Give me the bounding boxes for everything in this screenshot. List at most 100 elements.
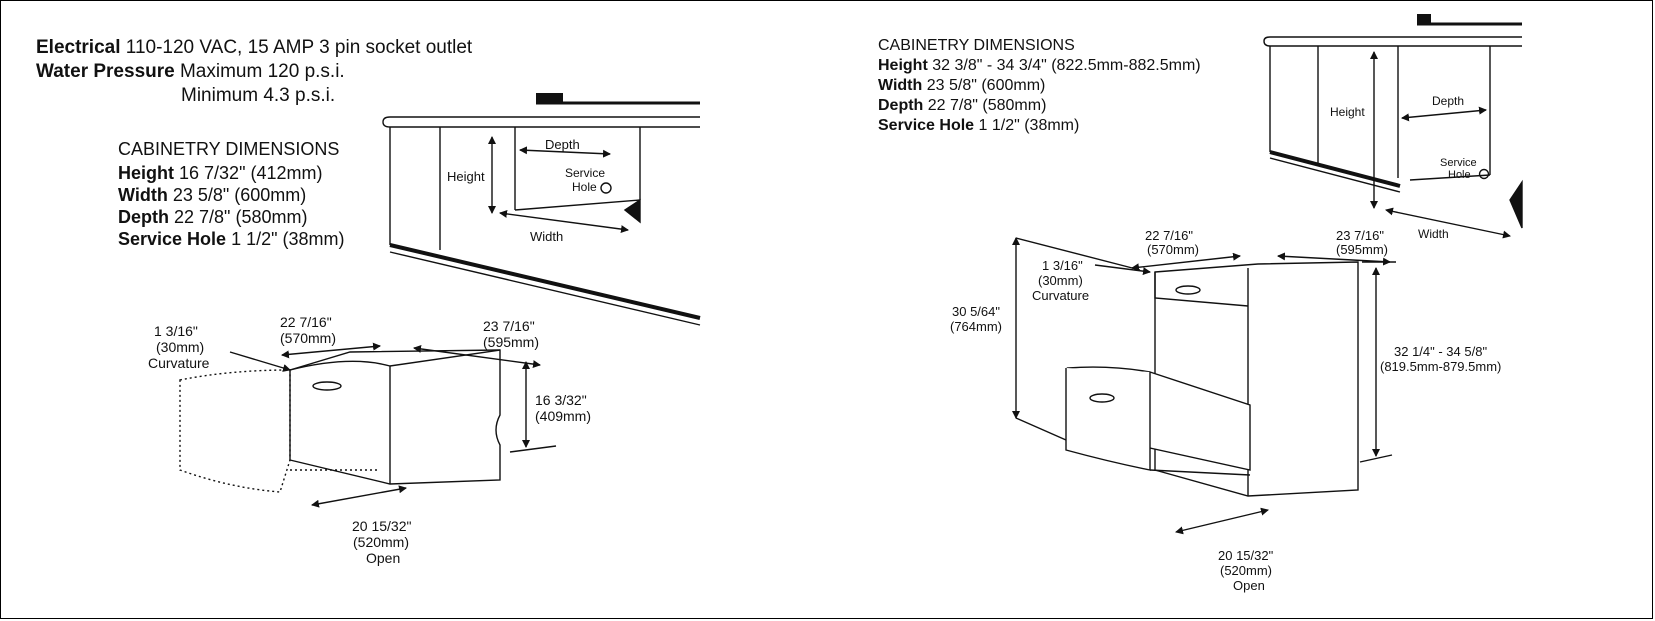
left-appliance-block: [536, 93, 563, 103]
right-h-2: (819.5mm-879.5mm): [1380, 359, 1501, 374]
right-depth-1: 22 7/16": [1145, 228, 1193, 243]
right-benchtop: [1263, 36, 1522, 47]
left-curv-1: 1 3/16": [154, 323, 198, 339]
left-cavity-floor: [514, 199, 641, 211]
right-cabinet-height-label: Height: [1330, 105, 1365, 119]
left-width-label: Width: [118, 185, 168, 205]
right-tall-dim-guide-bottom: [1015, 417, 1067, 441]
electrical-label: Electrical: [36, 37, 121, 58]
left-curvature-arrow: [229, 351, 291, 372]
left-cabinet-drawing: [382, 93, 701, 326]
right-depth-2: (570mm): [1147, 242, 1199, 257]
right-width-spec: Width 23 5/8" (600mm): [878, 76, 1045, 96]
right-service-hole-spec: Service Hole 1 1/2" (38mm): [878, 116, 1079, 136]
right-depth-label: Depth: [878, 97, 924, 114]
right-cabinetry-title: CABINETRY DIMENSIONS: [878, 37, 1075, 54]
left-cavity-shadow: [623, 198, 641, 224]
right-appliance-block: [1417, 14, 1431, 24]
left-depth-1: 22 7/16": [280, 314, 332, 330]
right-curv-3: Curvature: [1032, 288, 1089, 303]
left-drawer-drawing: [179, 342, 557, 508]
left-curv-2: (30mm): [156, 339, 204, 355]
left-cabinet-depth-label: Depth: [545, 137, 580, 152]
right-cabinet-width-label: Width: [1418, 227, 1449, 241]
left-depth-spec: Depth 22 7/8" (580mm): [118, 206, 307, 228]
right-drawer-body: [1154, 261, 1359, 497]
right-depth-spec: Depth 22 7/8" (580mm): [878, 96, 1046, 116]
left-depth-arrow: [519, 146, 611, 158]
right-drawer-drawing: [1012, 237, 1396, 535]
left-height-2: (409mm): [535, 408, 591, 424]
left-width-1: 23 7/16": [483, 318, 535, 334]
water-pressure-min: Minimum 4.3 p.s.i.: [181, 85, 336, 106]
left-cabinet-width-label: Width: [530, 229, 563, 244]
right-depth-arrow: [1401, 106, 1487, 122]
left-drawer-body: [289, 349, 501, 485]
right-cabinet-service-label-2: Hole: [1448, 169, 1471, 181]
left-width-2: (595mm): [483, 334, 539, 350]
left-service-hole-value: 1 1/2" (38mm): [231, 229, 345, 249]
right-service-hole-value: 1 1/2" (38mm): [978, 117, 1080, 134]
left-drawer-handle: [312, 381, 342, 391]
left-depth-dim-arrow: [281, 342, 381, 359]
left-cabinetry-title: CABINETRY DIMENSIONS: [118, 139, 340, 159]
right-height-spec: Height 32 3/8" - 34 3/4" (822.5mm-882.5m…: [878, 56, 1201, 76]
right-width-dim-arrow: [1277, 252, 1391, 266]
right-height-dim-tick-bottom: [1359, 454, 1393, 463]
right-width-2: (595mm): [1336, 242, 1388, 257]
right-open-3: Open: [1233, 578, 1265, 593]
right-h-1: 32 1/4" - 34 5/8": [1394, 344, 1487, 359]
left-height-dim-tick: [509, 445, 557, 453]
right-curv-1: 1 3/16": [1042, 258, 1083, 273]
left-height-value: 16 7/32" (412mm): [179, 163, 323, 183]
water-pressure-max: Maximum 120 p.s.i.: [179, 61, 345, 82]
right-width-value: 23 5/8" (600mm): [926, 77, 1046, 94]
left-width-value: 23 5/8" (600mm): [172, 185, 307, 205]
right-tall-2: (764mm): [950, 319, 1002, 334]
right-upper-drawer-front: [1154, 272, 1249, 307]
left-open-2: (520mm): [353, 534, 409, 550]
left-drawer-open-outline: [179, 369, 380, 493]
right-dimension-labels: 22 7/16" (570mm) 23 7/16" (595mm) 1 3/16…: [950, 228, 1501, 593]
left-service-hole-circle: [600, 182, 612, 194]
right-upper-handle: [1175, 285, 1201, 295]
right-cavity-shadow: [1509, 179, 1523, 229]
right-depth-value: 22 7/8" (580mm): [927, 97, 1047, 114]
right-lower-drawer-front: [1065, 368, 1151, 471]
electrical-spec: Electrical 110-120 VAC, 15 AMP 3 pin soc…: [36, 36, 472, 59]
left-width-arrow: [499, 209, 629, 234]
left-depth-2: (570mm): [280, 330, 336, 346]
right-width-arrow: [1385, 207, 1511, 239]
left-dimension-labels: 1 3/16" (30mm) Curvature 22 7/16" (570mm…: [148, 314, 591, 566]
left-open-dim-arrow: [311, 485, 407, 508]
right-service-hole-circle: [1478, 168, 1490, 180]
left-open-1: 20 15/32": [352, 518, 411, 534]
right-cabinet-drawing: [1263, 14, 1523, 239]
left-open-3: Open: [366, 550, 400, 566]
water-pressure-spec: Water Pressure Maximum 120 p.s.i.: [36, 60, 345, 83]
electrical-value: 110-120 VAC, 15 AMP 3 pin socket outlet: [125, 37, 473, 58]
left-curv-3: Curvature: [148, 355, 210, 371]
right-depth-dim-arrow: [1131, 252, 1241, 272]
right-open-dim-arrow: [1175, 507, 1269, 535]
right-width-label: Width: [878, 77, 923, 94]
left-depth-value: 22 7/8" (580mm): [174, 207, 308, 227]
right-service-hole-label: Service Hole: [878, 117, 975, 134]
left-plinth-thick: [389, 243, 701, 320]
left-plinth-thin: [389, 251, 701, 326]
left-benchtop: [382, 116, 700, 128]
left-height-label: Height: [118, 163, 174, 183]
left-cabinet-service-label-2: Hole: [572, 180, 597, 194]
water-pressure-label: Water Pressure: [36, 61, 175, 82]
right-lower-handle: [1089, 393, 1115, 403]
left-service-hole-label: Service Hole: [118, 229, 227, 249]
right-cavity-floor: [1409, 174, 1491, 181]
right-curv-2: (30mm): [1038, 273, 1083, 288]
left-cabinet-service-label-1: Service: [565, 166, 605, 180]
right-drawer-runner: [1149, 469, 1251, 476]
left-height-spec: Height 16 7/32" (412mm): [118, 162, 322, 184]
left-height-1: 16 3/32": [535, 392, 587, 408]
right-open-1: 20 15/32": [1218, 548, 1274, 563]
